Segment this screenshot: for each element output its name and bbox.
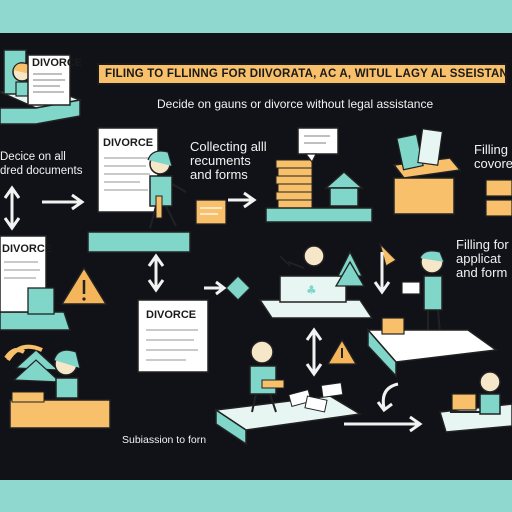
document-a-icon: DIVORCE (27, 54, 82, 106)
woman-at-desk-icon (4, 348, 111, 429)
doc-d-title: DIVORCE (146, 309, 196, 321)
document-d-icon: DIVORCE (137, 299, 209, 373)
step-filling-top-label: Filling covores (474, 142, 512, 171)
subtitle-text: Decide on gauns or divorce without legal… (157, 97, 434, 111)
man-standing-icon (366, 241, 499, 378)
orange-arrow-icon (6, 344, 43, 362)
document-c-icon: DIVORCE (0, 235, 72, 331)
woman-collecting-icon (147, 150, 227, 229)
doc-a-title: DIVORCE (32, 57, 82, 69)
warning-icon (60, 266, 108, 305)
step-collect-label: Collecting alll recuments and forms (190, 139, 267, 182)
title-banner: FILING TO FLLINNG FOR DIIVORATA, AC A, W… (97, 63, 507, 85)
warning-small-icon (326, 338, 358, 365)
step-decide-label: Decice on all dred documents (0, 151, 83, 177)
laptop-person-icon (439, 371, 512, 433)
step-submission-label: Subiassion to forn (122, 434, 207, 446)
document-b-icon: DIVORCE (87, 127, 191, 253)
speech-bubble-icon (297, 127, 339, 164)
file-box-icon (392, 128, 512, 217)
podium-person-icon: ♣ (258, 245, 374, 319)
flow-arrows (3, 185, 423, 433)
svg-text:♣: ♣ (306, 283, 317, 297)
paper-stack-icon (265, 159, 373, 223)
step-filling-right-label: Filling for applicat and form (456, 237, 509, 280)
house-icon (324, 170, 364, 207)
stressed-man-icon (213, 340, 363, 446)
doc-b-title: DIVORCE (103, 137, 153, 149)
doc-c-title: DIVORCE (2, 243, 52, 255)
diamond-icon (225, 275, 251, 301)
